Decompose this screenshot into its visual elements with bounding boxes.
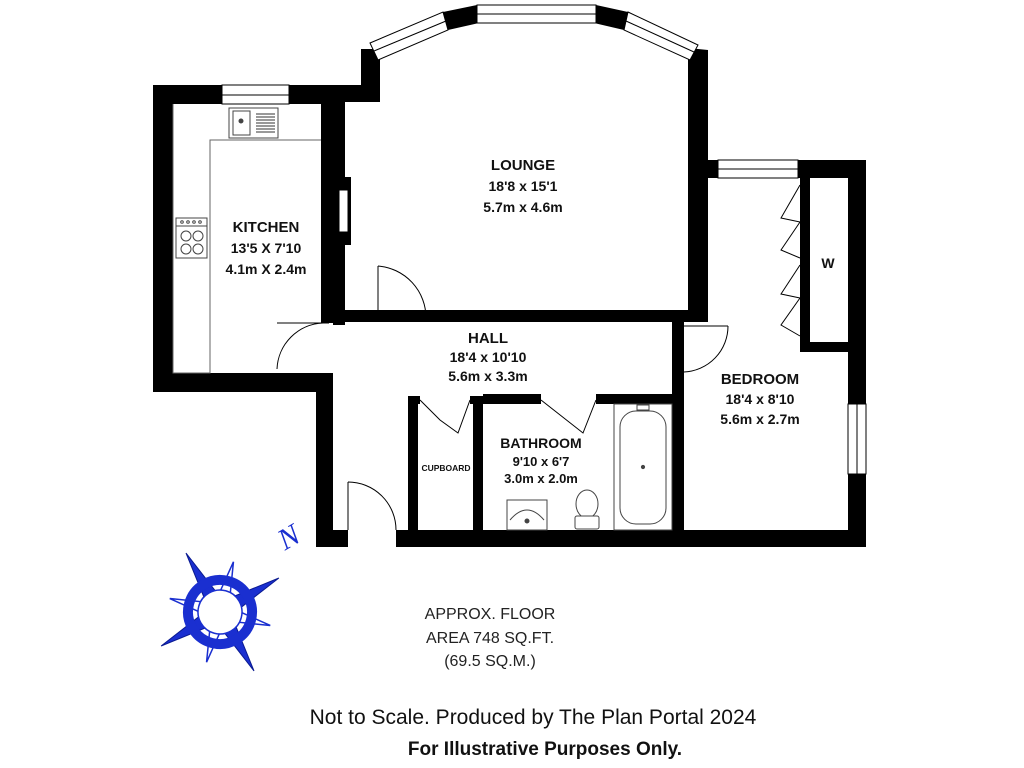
kitchen-walls [153, 85, 333, 392]
bedroom-walls [688, 160, 866, 547]
lounge-dim-metric: 5.7m x 4.6m [483, 199, 562, 215]
area-line-2: AREA 748 SQ.FT. [425, 630, 555, 647]
washbasin [506, 499, 548, 531]
compass-north-label: N [271, 517, 307, 557]
bedroom-name: BEDROOM [721, 371, 799, 388]
area-line-3: (69.5 SQ.M.) [444, 653, 536, 670]
lounge-bay-window [369, 4, 699, 61]
cupboard-door [419, 399, 471, 434]
bedroom-dim-metric: 5.6m x 2.7m [720, 411, 799, 427]
bathroom-walls [483, 320, 684, 547]
cupboard-label: CUPBOARD [421, 463, 470, 473]
toilet [574, 489, 600, 530]
kitchen-door [276, 322, 329, 370]
bathroom-dim-metric: 3.0m x 2.0m [504, 471, 578, 486]
kitchen-hob [175, 217, 208, 259]
bedroom-window-side [847, 403, 867, 475]
wardrobe-doors [780, 184, 809, 337]
kitchen-worktop [172, 104, 321, 374]
cupboard-walls [408, 396, 483, 530]
lounge-door [377, 265, 427, 322]
bedroom-window-top [717, 159, 799, 179]
kitchen-dim-imperial: 13'5 X 7'10 [231, 240, 302, 256]
bedroom-dim-imperial: 18'4 x 8'10 [726, 391, 795, 407]
lounge-dim-imperial: 18'8 x 15'1 [489, 178, 558, 194]
footer-disclaimer: Not to Scale. Produced by The Plan Porta… [309, 706, 757, 729]
hall-dim-imperial: 18'4 x 10'10 [450, 349, 527, 365]
bathroom-name: BATHROOM [500, 435, 581, 451]
bathroom-dim-imperial: 9'10 x 6'7 [513, 454, 570, 469]
kitchen-name: KITCHEN [233, 219, 300, 236]
kitchen-sink [228, 107, 279, 139]
entrance-door [347, 481, 397, 531]
kitchen-window [221, 84, 290, 105]
area-line-1: APPROX. FLOOR [424, 606, 556, 623]
compass-rose [160, 552, 280, 672]
footer-illustrative: For Illustrative Purposes Only. [407, 739, 683, 760]
lounge-name: LOUNGE [491, 157, 555, 174]
bedroom-door [683, 325, 729, 373]
lounge-fireplace [333, 177, 351, 245]
hall-name: HALL [468, 330, 508, 347]
wardrobe-label: W [821, 255, 835, 271]
kitchen-dim-metric: 4.1m X 2.4m [226, 261, 307, 277]
bathroom-door [540, 399, 597, 434]
hall-walls [316, 373, 866, 547]
bathtub [613, 403, 673, 531]
hall-dim-metric: 5.6m x 3.3m [448, 368, 527, 384]
